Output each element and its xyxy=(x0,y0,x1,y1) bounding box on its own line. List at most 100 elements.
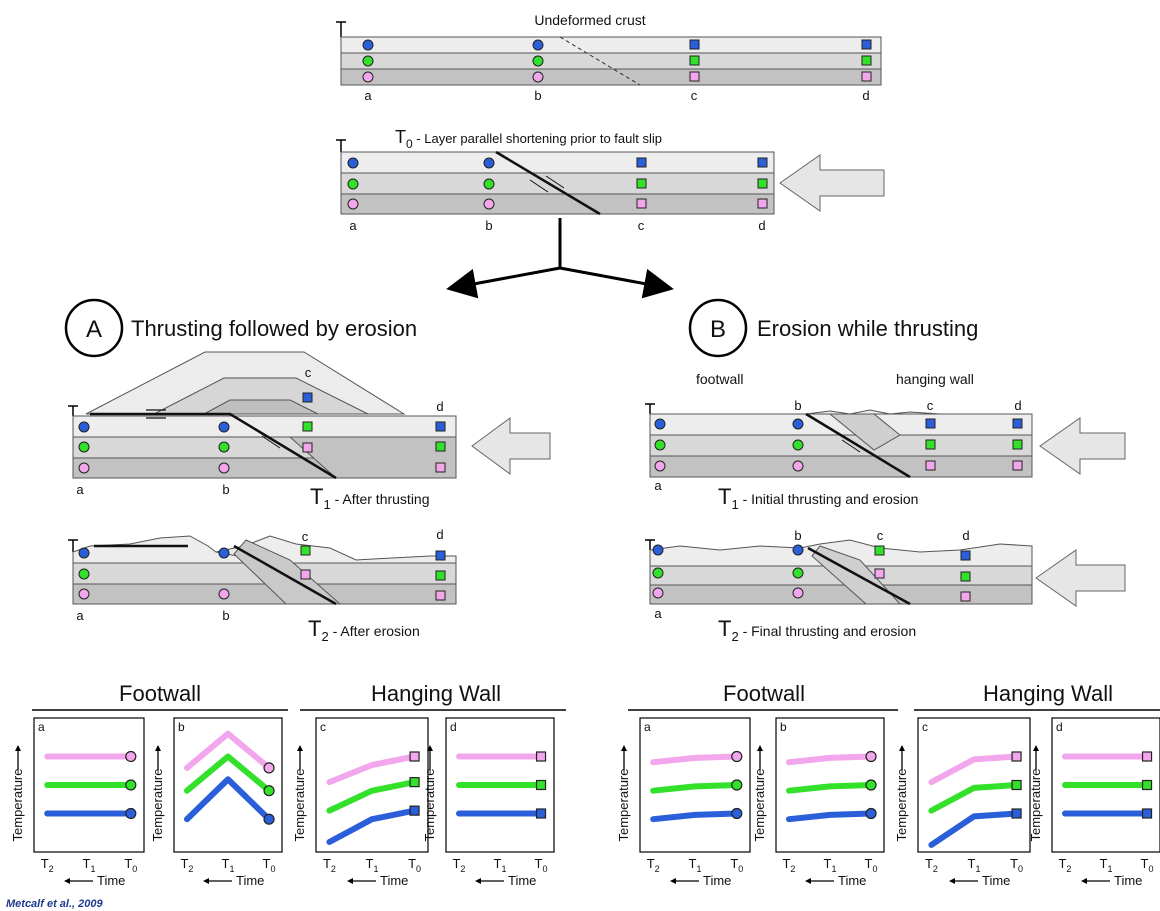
marker-pink-circle xyxy=(218,588,230,600)
series-end-circle xyxy=(263,762,275,774)
panel-letter: c xyxy=(922,720,928,734)
series-line xyxy=(650,810,740,823)
series-end-square xyxy=(1011,751,1022,762)
arrowhead-icon xyxy=(427,745,433,751)
hanging-wall-heading-a: Hanging Wall xyxy=(371,681,501,706)
x-tick-label: T2 xyxy=(1058,856,1071,874)
marker-green-square xyxy=(636,178,647,189)
point-label-b: b xyxy=(222,608,229,623)
series-end-circle xyxy=(865,779,877,791)
y-axis-label: Temperature xyxy=(616,769,631,842)
marker-green-circle xyxy=(652,567,664,579)
surface-marker-icon xyxy=(336,21,346,37)
marker-blue-square xyxy=(757,157,768,168)
slip-arrow-icon xyxy=(529,179,549,193)
marker-blue-circle xyxy=(78,547,90,559)
marker-green-circle xyxy=(78,441,90,453)
scenario-a-title: Thrusting followed by erosion xyxy=(131,316,417,341)
marker-green-circle xyxy=(218,441,230,453)
x-axis-label: Time xyxy=(380,873,408,888)
point-label-d: d xyxy=(758,218,765,233)
markers xyxy=(362,39,872,83)
series-line xyxy=(786,782,874,794)
arrowhead-icon xyxy=(297,745,303,751)
marker-blue-square xyxy=(1012,418,1023,429)
point-label-c: c xyxy=(302,529,309,544)
arrow-left-icon xyxy=(446,266,561,299)
marker-pink-circle xyxy=(654,460,666,472)
series-end-circle xyxy=(865,807,877,820)
marker-pink-square xyxy=(435,590,446,601)
t2-caption: T2 - After erosion xyxy=(308,616,420,644)
y-axis-label: Temperature xyxy=(10,769,25,842)
series-end-square xyxy=(535,808,547,819)
layer-bottom xyxy=(340,193,775,215)
marker-pink-circle xyxy=(652,587,664,599)
scenario-a-t1: a b c d T1 - After thrusting xyxy=(68,351,551,512)
marker-green-circle xyxy=(483,178,495,190)
series-end-circle xyxy=(263,785,275,797)
plot-headings: Footwall Hanging Wall Footwall Hanging W… xyxy=(32,681,1160,711)
scenario-a-t2: a b c d T2 - After erosion xyxy=(68,527,457,644)
undeformed-crust-section: Undeformed crust a b c d xyxy=(336,12,882,103)
layer-top xyxy=(340,151,775,174)
marker-pink-square xyxy=(302,442,313,453)
marker-blue-circle xyxy=(792,544,804,556)
panel-letter: a xyxy=(38,720,45,734)
arrowhead-icon xyxy=(1033,745,1039,751)
layer-bottom xyxy=(649,455,1033,478)
hanging-wall-wedge xyxy=(233,539,342,605)
scenario-b-title: Erosion while thrusting xyxy=(757,316,978,341)
marker-green-square xyxy=(689,55,700,66)
compression-arrow-icon xyxy=(1035,549,1126,607)
marker-pink-circle xyxy=(483,198,495,210)
marker-green-square xyxy=(861,55,872,66)
series-end-circle xyxy=(125,750,137,763)
point-label-a: a xyxy=(76,482,84,497)
y-axis-label: Temperature xyxy=(1028,769,1043,842)
layer-bottom xyxy=(649,584,1033,605)
series-end-square xyxy=(535,779,547,791)
series-end-square xyxy=(1141,779,1153,791)
y-axis-label: Temperature xyxy=(292,769,307,842)
panel-letter: d xyxy=(1056,720,1063,734)
arrowhead-icon xyxy=(805,878,811,884)
scenario-b-badge xyxy=(688,298,748,358)
series-line xyxy=(184,776,272,823)
x-axis-label: Time xyxy=(97,873,125,888)
marker-blue-circle xyxy=(532,39,544,51)
arrowhead-icon xyxy=(203,878,209,884)
series-line xyxy=(184,730,272,771)
compression-arrow-icon xyxy=(1039,417,1126,475)
scenario-a-badge xyxy=(64,298,124,358)
marker-blue-circle xyxy=(347,157,359,169)
x-tick-label: T2 xyxy=(180,856,193,874)
series-end-circle xyxy=(125,779,137,791)
series-line xyxy=(326,807,418,845)
marker-green-square xyxy=(925,439,936,450)
point-label-d: d xyxy=(436,399,443,414)
arrowhead-icon xyxy=(949,878,955,884)
x-tick-label: T0 xyxy=(124,856,137,874)
marker-blue-circle xyxy=(483,157,495,169)
y-axis-label: Temperature xyxy=(752,769,767,842)
t0-label: T0 - Layer parallel shortening prior to … xyxy=(395,127,662,151)
x-tick-label: T2 xyxy=(647,856,660,874)
series-end-square xyxy=(409,777,420,788)
marker-green-square xyxy=(874,545,885,556)
marker-pink-circle xyxy=(78,588,90,600)
marker-green-circle xyxy=(532,55,544,67)
footwall-label: footwall xyxy=(696,371,743,387)
scenario-b-t1: a b c d T1 - Initial thrusting and erosi… xyxy=(645,398,1126,512)
scenario-b-t2: a b c d T2 - Final thrusting and erosion xyxy=(645,528,1126,644)
x-tick-label: T2 xyxy=(782,856,795,874)
markers xyxy=(78,545,446,601)
series-end-square xyxy=(1141,751,1153,762)
footwall-heading-b: Footwall xyxy=(723,681,805,706)
marker-pink-circle xyxy=(218,462,230,474)
slip-arrow-icon xyxy=(841,439,861,453)
point-label-b: b xyxy=(534,88,541,103)
series-line xyxy=(184,753,272,794)
